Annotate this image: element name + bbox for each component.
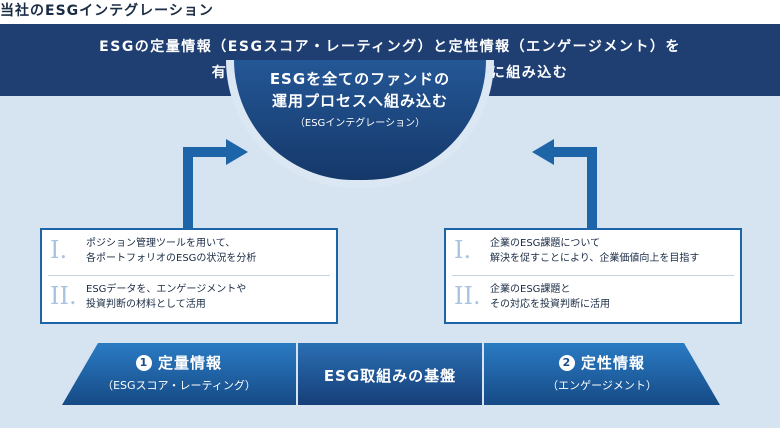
divider — [48, 275, 330, 276]
roman-numeral: II. — [50, 282, 77, 310]
foundation-left-title-text: 定量情報 — [157, 354, 222, 372]
right-item-2-line-2: その対応を投資判断に活用 — [490, 299, 610, 310]
foundation-left-title: 1 定量情報 — [62, 352, 296, 373]
right-item-1: I. 企業のESG課題について 解決を促すことにより、企業価値向上を目指す — [446, 230, 740, 274]
page-title: 当社のESGインテグレーション — [0, 3, 214, 19]
right-item-1-line-1: 企業のESG課題について — [490, 238, 601, 249]
roman-numeral: I. — [454, 236, 472, 264]
dome-line-2: 運用プロセスへ組み込む — [271, 92, 448, 110]
left-info-box: I. ポジション管理ツールを用いて、 各ポートフォリオのESGの状況を分析 II… — [40, 228, 338, 324]
left-item-2: II. ESGデータを、エンゲージメントや 投資判断の材料として活用 — [42, 276, 336, 320]
left-up-arrow — [183, 139, 248, 232]
left-item-2-line-2: 投資判断の材料として活用 — [86, 299, 206, 310]
foundation-left-subtitle: （ESGスコア・レーティング） — [102, 379, 256, 392]
right-item-2-line-1: 企業のESG課題と — [490, 284, 571, 295]
foundation-right-shape — [484, 343, 720, 405]
foundation-right-title: 2 定性情報 — [484, 352, 720, 373]
left-item-1: I. ポジション管理ツールを用いて、 各ポートフォリオのESGの状況を分析 — [42, 230, 336, 274]
left-item-1-line-2: 各ポートフォリオのESGの状況を分析 — [86, 253, 257, 264]
left-item-2-line-1: ESGデータを、エンゲージメントや — [86, 284, 247, 295]
right-item-1-line-2: 解決を促すことにより、企業価値向上を目指す — [490, 253, 700, 264]
banner-line-1: ESGの定量情報（ESGスコア・レーティング）と定性情報（エンゲージメント）を — [99, 39, 681, 55]
foundation-center-title: ESG取組みの基盤 — [323, 367, 457, 385]
dome-line-3: （ESGインテグレーション） — [294, 118, 426, 129]
right-item-2: II. 企業のESG課題と その対応を投資判断に活用 — [446, 276, 740, 320]
left-item-1-line-1: ポジション管理ツールを用いて、 — [86, 238, 236, 249]
foundation-center-shape — [298, 343, 482, 405]
right-info-box: I. 企業のESG課題について 解決を促すことにより、企業価値向上を目指す II… — [444, 228, 742, 324]
roman-numeral: II. — [454, 282, 481, 310]
number-badge-1: 1 — [135, 355, 152, 371]
number-badge-2: 2 — [558, 355, 575, 371]
foundation-left-shape — [62, 343, 296, 405]
foundation-right-subtitle: （エンゲージメント） — [547, 379, 657, 392]
roman-numeral: I. — [50, 236, 68, 264]
right-up-arrow — [532, 139, 597, 232]
foundation-right-title-text: 定性情報 — [580, 354, 645, 372]
divider — [452, 275, 734, 276]
dome-line-1: ESGを全てのファンドの — [269, 70, 451, 88]
